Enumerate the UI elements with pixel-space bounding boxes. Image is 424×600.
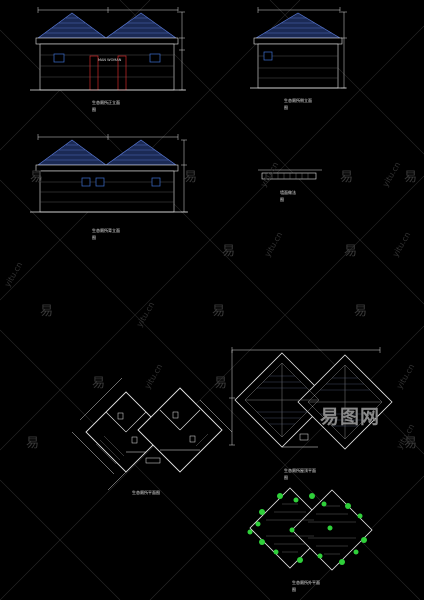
watermark-char: 易 (184, 170, 198, 185)
watermark-logo: 易图网 (320, 406, 381, 428)
watermark-char: 易 (344, 244, 358, 259)
rear-elevation-caption: 生态厕所背立面 (92, 228, 120, 233)
watermark-char: 易 (404, 170, 418, 185)
watermark-char: 易 (222, 244, 236, 259)
watermark-char: 易 (30, 170, 44, 185)
roof-plan (229, 347, 393, 450)
watermark-char: 易 (214, 376, 228, 391)
rear-elevation-caption-2: 图 (92, 235, 96, 240)
watermark-char: 易 (404, 436, 418, 451)
watermark-char: 易 (212, 304, 226, 319)
detail-caption-2: 图 (280, 197, 284, 202)
detail-caption: 墙面做法 (280, 190, 296, 195)
side-elevation-caption-2: 图 (284, 105, 288, 110)
front-elevation-caption-2: 图 (92, 107, 96, 112)
floor-plan (71, 377, 233, 491)
floor-plan-caption: 生态厕所平面图 (132, 490, 160, 495)
landscape-plan (247, 487, 373, 571)
watermark-char: 易 (26, 436, 40, 451)
side-elevation-caption: 生态厕所侧立面 (284, 98, 312, 103)
wall-detail (258, 169, 322, 180)
sign-text: MAN WOMAN (98, 58, 122, 62)
landscape-plan-caption-2: 图 (292, 587, 296, 592)
rear-elevation (30, 134, 188, 213)
roof-plan-caption: 生态厕所屋顶平面 (284, 468, 316, 473)
roof-plan-caption-2: 图 (284, 475, 288, 480)
front-elevation-caption: 生态厕所正立面 (92, 100, 120, 105)
watermark-char: 易 (40, 304, 54, 319)
front-elevation (30, 7, 186, 91)
side-elevation (250, 7, 347, 89)
watermark-char: 易 (354, 304, 368, 319)
watermark-char: 易 (340, 170, 354, 185)
landscape-plan-caption: 生态厕所外平面 (292, 580, 320, 585)
watermark-char: 易 (92, 376, 106, 391)
